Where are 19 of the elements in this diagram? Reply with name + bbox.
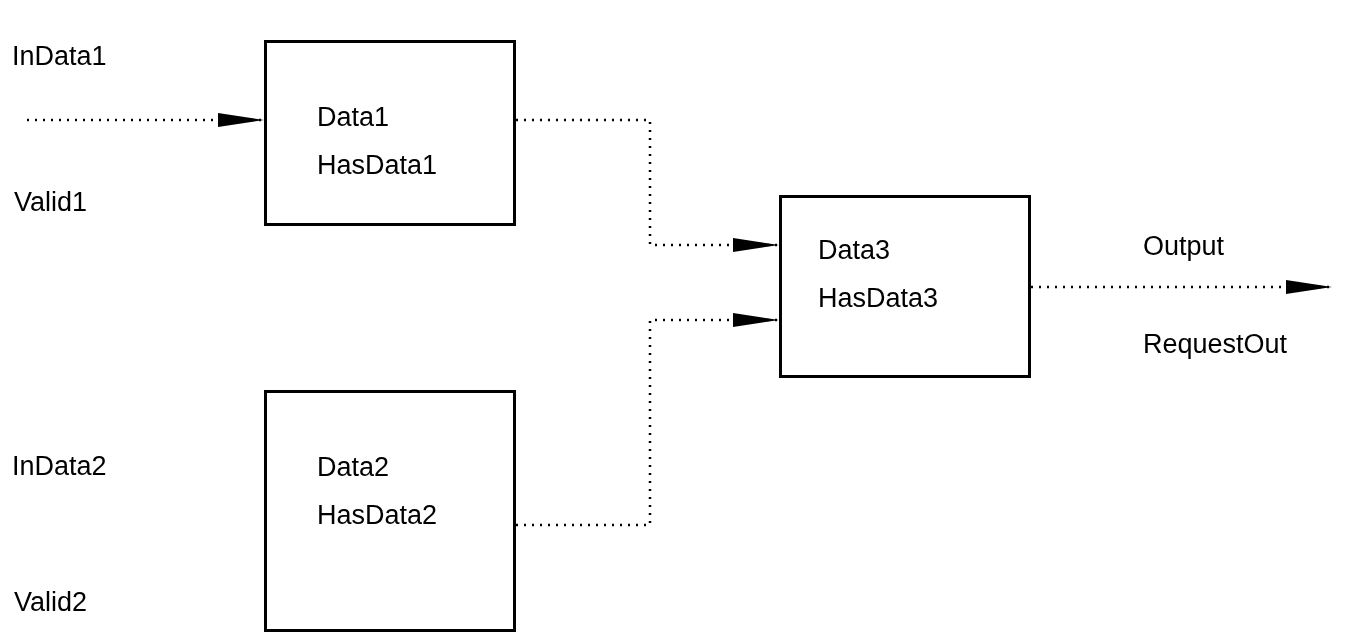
signal-name: Data1 [317,103,390,133]
signal-label: Output [1143,232,1225,262]
signal-name: HasData3 [818,284,939,314]
block-box [779,195,1031,378]
block-box [264,390,516,632]
dotted-arrow [27,113,264,127]
signal-label: RequestOut [1143,330,1288,360]
signal-name: HasData2 [317,501,438,531]
signal-label: InData2 [12,452,107,482]
dotted-arrow [516,313,779,527]
signal-name: Data2 [317,453,390,483]
dotted-arrow [516,118,779,252]
signal-label: Valid2 [14,588,88,618]
signal-name: HasData1 [317,151,438,181]
signal-label: Valid1 [14,188,88,218]
signal-label: InData1 [12,42,107,72]
block-box [264,40,516,226]
signal-name: Data3 [818,236,891,266]
dotted-arrow [1031,280,1332,294]
